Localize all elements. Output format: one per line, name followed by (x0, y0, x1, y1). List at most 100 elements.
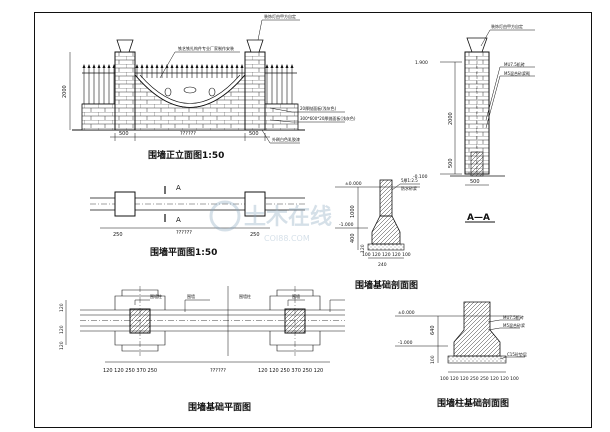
fence-elevation: 铁艺铁扎构件专业厂家制作安装 装饰灯由甲方自定 20厚抛面板(浅灰色) 300*… (62, 13, 356, 161)
picket-spear (240, 64, 244, 68)
picket-spear (160, 64, 164, 68)
fp-dim-v3: 120 (59, 341, 65, 350)
picket-spear (170, 64, 174, 68)
picket-spear (270, 64, 274, 68)
picket-spear (220, 64, 224, 68)
picket-spear (107, 64, 111, 68)
picket-spear (175, 64, 179, 68)
aa-note-brick-2: M5混合砂浆砌 (504, 70, 530, 76)
ps-note-mortar: M5混合砂浆 (503, 322, 525, 328)
lamp-cap-right (246, 39, 264, 53)
title-plan: 围墙平面图1:50 (150, 246, 217, 258)
fs-note-2: 防水砂浆 (401, 185, 417, 191)
fp-label-pier-1: 围墙柱 (150, 293, 162, 299)
picket-spear (155, 64, 159, 68)
dim-height: 2000 (62, 85, 68, 98)
ps-note-cushion: C15砼垫层 (507, 351, 527, 357)
note-lamp: 装饰灯由甲方自定 (264, 13, 296, 19)
center-ornament (183, 86, 197, 94)
dim-span: ?????? (180, 131, 196, 137)
picket-spear (185, 64, 189, 68)
fs-dim-400: 400 (350, 233, 356, 243)
fs-dim-120: 120 (360, 244, 366, 253)
picket-spear (205, 64, 209, 68)
note-panel-1: 20厚抛面板(浅灰色) (300, 105, 337, 111)
picket-spear (180, 64, 184, 68)
fp-dim-v1: 120 (59, 303, 65, 312)
base-wall-right (264, 103, 299, 131)
note-panel-2: 300*600*20厚抛面板(浅灰色) (300, 115, 356, 121)
dim-pier-left: 500 (119, 131, 129, 137)
picket-spear (280, 64, 284, 68)
fp-dims-left: 120 120 250 370 250 (103, 368, 157, 374)
right-ornament (208, 87, 216, 97)
fs-dims-bottom: 100 120 120 120 100 (362, 252, 411, 258)
note-paint: 外刷白色乳胶漆 (272, 136, 300, 142)
fs-footing (371, 215, 401, 245)
fp-label-pier-2: 围墙柱 (239, 293, 251, 299)
picket-spear (102, 64, 106, 68)
lamp-cap-left (116, 39, 134, 53)
pier-right (244, 51, 266, 131)
aa-dim-lower: 500 (448, 158, 454, 168)
picket-spear (210, 64, 214, 68)
fence-plan: A A 250 ?????? 250 围墙平面图1:50 (90, 184, 305, 258)
picket-spear (265, 64, 269, 68)
plan-cut-a-top: A (176, 184, 181, 192)
picket-spear (285, 64, 289, 68)
note-railing: 铁艺铁扎构件专业厂家制作安装 (178, 45, 234, 51)
aa-level-top: 1.900 (415, 60, 428, 66)
picket-spear (97, 64, 101, 68)
picket-spear (92, 64, 96, 68)
picket-spear (275, 64, 279, 68)
fs-bedding (367, 243, 405, 251)
ps-dim-640: 640 (430, 325, 436, 335)
title-foundation-section: 围墙基础剖面图 (355, 279, 418, 291)
plan-dim-250-b: 250 (250, 232, 260, 238)
aa-level-bottom: -0.100 (413, 174, 428, 180)
title-elevation: 围墙正立面图1:50 (148, 149, 224, 161)
watermark-sub: COI88.COM (264, 234, 310, 243)
fs-dim-240: 240 (378, 262, 387, 268)
plan-pier-right (244, 191, 266, 217)
ps-dim-100: 100 (430, 355, 436, 364)
ps-dims-bottom: 100 120 120 250 250 120 120 100 (440, 376, 519, 382)
picket-spear (140, 64, 144, 68)
picket-spear (82, 64, 86, 68)
ps-level-bottom: -1.000 (398, 340, 413, 346)
sheet-border (34, 12, 592, 428)
fp-label-wall-2: 围墙 (292, 293, 300, 299)
base-wall-middle (134, 73, 246, 131)
foundation-section: ±0.000 -1.000 1000 400 120 5厚1:2.5 防水砂浆 … (335, 178, 420, 291)
aa-lamp-cap (466, 37, 488, 53)
ps-note-brick: MU7.5机砖 (503, 314, 524, 320)
watermark: 土木在线 COI88.COM (209, 200, 332, 243)
picket-spear (190, 64, 194, 68)
picket-spear (290, 64, 294, 68)
watermark-text: 土木在线 (244, 204, 332, 230)
section-aa: 1.900 -0.100 2000 500 500 装饰灯由甲方自定 MU7.5… (413, 23, 535, 223)
picket-spear (200, 64, 204, 68)
fs-level-bottom: -1.000 (339, 222, 354, 228)
ps-level-top: ±0.000 (398, 310, 415, 316)
pier-foundation-section: ±0.000 -1.000 640 100 MU7.5机砖 M5混合砂浆 C15… (395, 301, 527, 409)
plan-dim-mid: ?????? (176, 230, 192, 236)
picket-spear (195, 64, 199, 68)
picket-spear (235, 64, 239, 68)
foundation-plan: 围墙柱 围墙 围墙柱 围墙 120 120 120 120 120 250 37… (59, 286, 345, 413)
aa-note-lamp: 装饰灯由甲方自定 (491, 23, 523, 29)
picket-spear (230, 64, 234, 68)
left-ornament (164, 87, 172, 97)
title-section-aa: A—A (467, 213, 490, 223)
fp-label-wall-1: 围墙 (187, 293, 195, 299)
ps-bedding (447, 355, 507, 364)
fs-note-1: 5厚1:2.5 (401, 178, 418, 183)
fp-dims-right: 120 120 250 370 250 120 (258, 368, 323, 374)
aa-note-brick-1: MU7.5机砖 (504, 61, 525, 67)
fp-dim-v2: 120 (59, 325, 65, 334)
aa-dim-total: 2000 (448, 112, 454, 125)
picket-spear (145, 64, 149, 68)
base-wall-left (81, 103, 116, 131)
title-foundation-plan: 围墙基础平面图 (188, 401, 251, 413)
